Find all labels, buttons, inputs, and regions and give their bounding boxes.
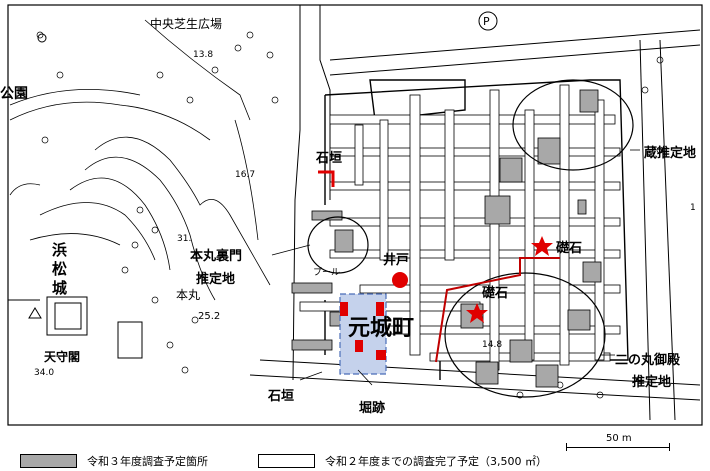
kura-area-ellipse — [512, 79, 634, 171]
legend-completed: 令和２年度までの調査完了予定（3,500 ㎡） — [258, 453, 547, 469]
scale-label: 50 m — [606, 433, 632, 444]
horiato-label: 堀跡 — [359, 400, 385, 416]
completed-trenches — [299, 84, 621, 371]
tenshukaku-label: 天守閣 — [44, 349, 80, 364]
legend-planned-label: 令和３年度調査予定箇所 — [87, 455, 208, 468]
ninomaru-label: 二の丸御殿 — [615, 352, 681, 368]
contour-lines — [9, 19, 271, 301]
legend-planned: 令和３年度調査予定箇所 — [20, 453, 208, 469]
honmaru-building — [117, 321, 143, 359]
elevation-34: 34.0 — [34, 368, 54, 378]
honmaru-uramon-label: 本丸裏門 — [190, 248, 242, 264]
ishigaki-red-block-3 — [355, 340, 363, 352]
ishigaki-label-top: 石垣 — [315, 150, 342, 166]
park-label-fragment: 公園 — [0, 86, 28, 102]
site-map: 中央芝生広場 13.8 公園 P 16.7 石垣 蔵推定地 31. 本丸裏門 推… — [0, 4, 703, 426]
honmaru-uramon-label-2: 推定地 — [196, 271, 235, 287]
motoshiro-cho-label: 元城町 — [348, 315, 414, 341]
side-mark-label: 1 — [690, 203, 696, 213]
honmaru-label: 本丸 — [176, 288, 200, 302]
uramon-area-ellipse — [307, 216, 369, 274]
elevation-14-8: 14.8 — [482, 340, 502, 350]
well-label: 井戸 — [383, 252, 409, 268]
legend-completed-label: 令和２年度までの調査完了予定（3,500 ㎡） — [325, 455, 547, 468]
hamamatsu-castle-label: 浜 松 城 — [52, 241, 67, 297]
tree-symbols — [36, 31, 664, 399]
elevation-31: 31. — [177, 234, 191, 244]
pool-label: プール — [313, 267, 340, 278]
ishigaki-label-bottom: 石垣 — [267, 388, 294, 404]
well-marker — [392, 272, 408, 288]
map-symbols — [28, 11, 498, 359]
triangulation-mark — [28, 307, 42, 319]
soseki-star-1 — [531, 236, 553, 256]
soseki-label-1: 礎石 — [555, 240, 582, 256]
hamamatsu-castle-char-2: 松 — [52, 260, 67, 278]
parking-label: P — [483, 15, 490, 28]
legend-completed-swatch — [258, 454, 315, 468]
planned-trenches — [291, 89, 602, 388]
estimate-circles — [307, 79, 634, 398]
ishigaki-red-block-4 — [376, 350, 386, 360]
elevation-25-2: 25.2 — [198, 311, 220, 322]
hamamatsu-castle-char-1: 浜 — [52, 241, 67, 259]
legend-planned-swatch — [20, 454, 77, 468]
survey-red-line — [435, 257, 560, 363]
hamamatsu-castle-char-3: 城 — [52, 279, 67, 297]
ninomaru-area-ellipse — [444, 272, 606, 398]
soseki-label-2: 礎石 — [481, 285, 508, 301]
ninomaru-label-2: 推定地 — [632, 374, 671, 390]
red-markings — [318, 170, 560, 363]
parking-icon — [478, 11, 498, 31]
ishigaki-red-block-2 — [376, 302, 384, 316]
kura-area-label: 蔵推定地 — [644, 145, 696, 161]
soseki-star-2 — [466, 303, 488, 323]
ishigaki-red-line-top — [318, 170, 335, 187]
elevation-16-7: 16.7 — [235, 170, 255, 180]
leader-lines — [271, 149, 640, 386]
scale-bar: 50 m — [566, 433, 670, 452]
ishigaki-red-block-1 — [340, 302, 348, 316]
legend: 令和３年度調査予定箇所 令和２年度までの調査完了予定（3,500 ㎡） — [0, 434, 710, 471]
elevation-13-8: 13.8 — [193, 50, 213, 60]
central-lawn-label: 中央芝生広場 — [150, 16, 222, 31]
